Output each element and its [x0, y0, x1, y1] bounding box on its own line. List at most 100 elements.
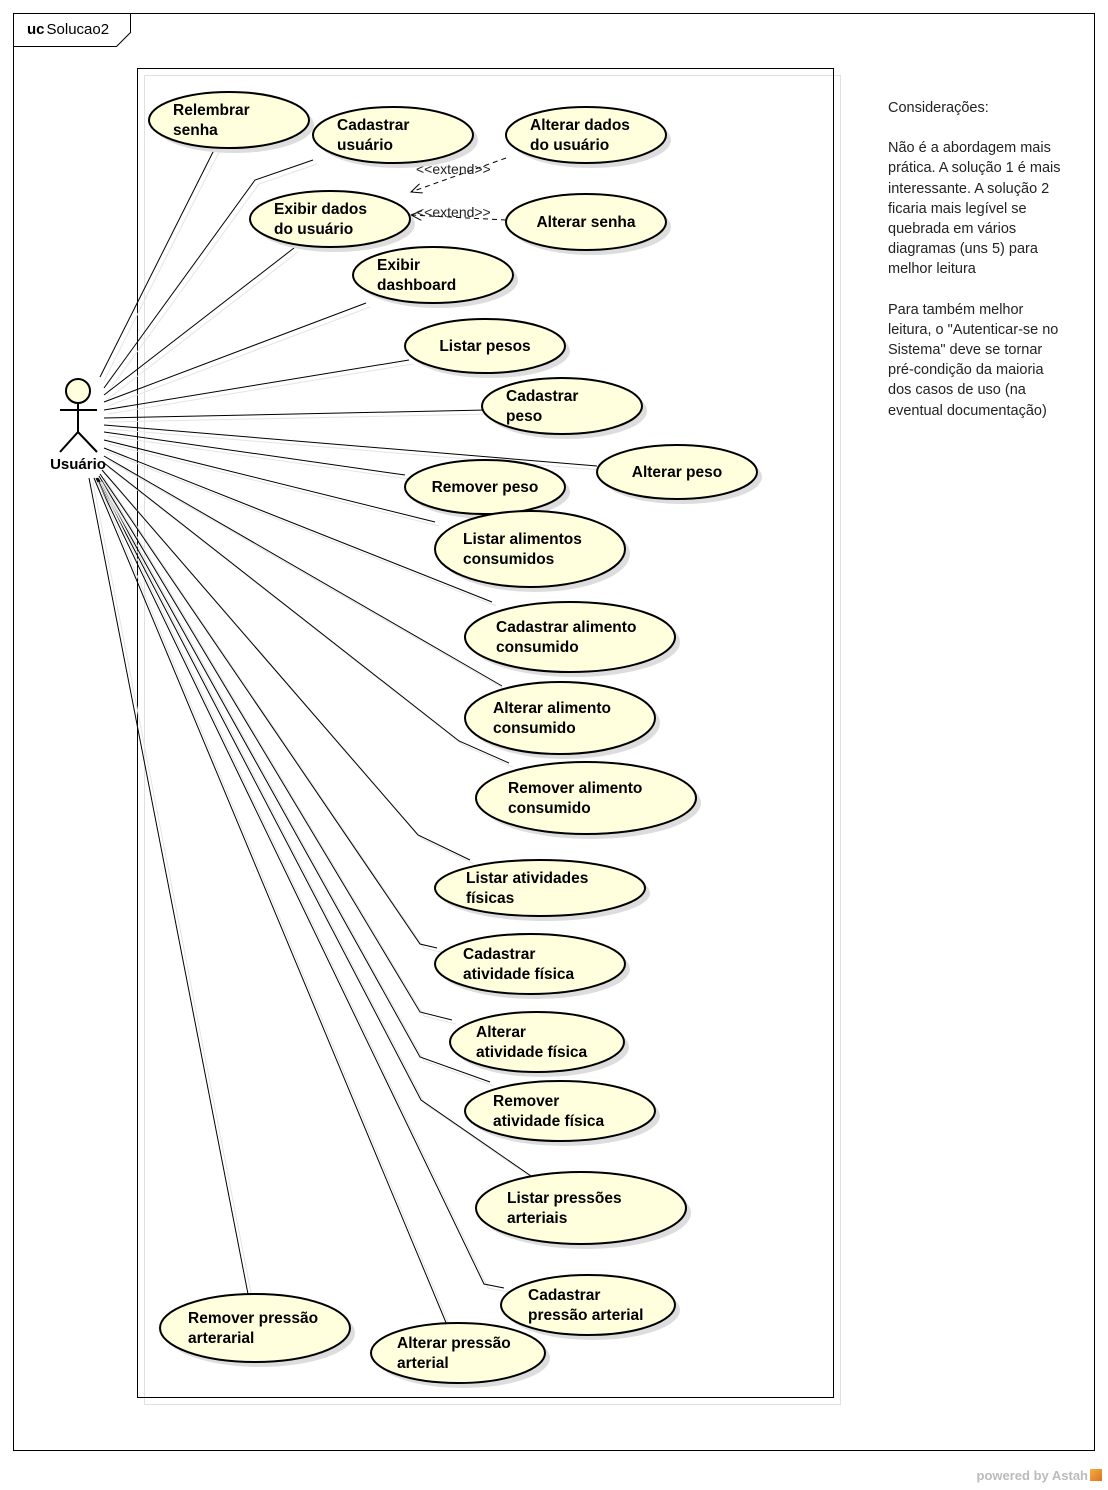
use-case-ellipse — [249, 190, 411, 248]
use-case-ellipse — [500, 1274, 676, 1336]
association-shadow-remover-atividade-fisica — [101, 481, 495, 1087]
association-shadow-listar-pesos — [107, 363, 414, 415]
association-shadow-cadastrar-atividade-fisica — [103, 477, 442, 953]
use-case-ellipse — [404, 459, 566, 515]
use-case-ellipse — [434, 859, 646, 917]
association-remover-pressao-arterarial — [88, 477, 249, 1295]
association-shadow-cadastrar-pressao-arterial — [99, 481, 509, 1293]
diagram-frame — [13, 13, 1095, 1451]
use-case-label: Listar pesos — [439, 338, 530, 355]
astah-logo-icon — [1090, 1469, 1102, 1481]
association-listar-pressoes-arteriais — [96, 477, 532, 1177]
use-case-remover-atividade-fisica[interactable]: Remover atividade física — [464, 1080, 660, 1146]
association-alterar-alimento-consumido — [103, 455, 503, 687]
use-case-ellipse — [434, 933, 626, 995]
use-case-label: dashboard — [377, 277, 456, 294]
use-case-ellipse — [464, 601, 676, 673]
association-alterar-peso — [103, 424, 598, 467]
association-shadow-alterar-atividade-fisica — [102, 479, 457, 1025]
use-case-ellipse — [475, 1171, 687, 1245]
association-cadastrar-atividade-fisica — [99, 473, 438, 949]
use-case-alterar-dados-usuario[interactable]: Alterar dados do usuário — [505, 106, 671, 168]
use-case-ellipse — [370, 1322, 546, 1384]
association-shadow-remover-peso — [107, 435, 410, 480]
use-case-ellipse — [449, 1011, 625, 1073]
use-case-label: peso — [506, 408, 542, 425]
use-case-ellipse — [481, 377, 643, 435]
extend-arrow-alterar-senha — [411, 215, 507, 220]
use-case-label: Listar atividades — [466, 870, 588, 887]
considerations-note: Considerações: Não é a abordagem mais pr… — [888, 98, 1068, 441]
use-case-ellipse — [148, 91, 310, 149]
use-case-ellipse — [312, 106, 474, 164]
use-case-label: Remover pressão — [188, 1310, 318, 1327]
association-shadow-alterar-pressao-arterial — [97, 481, 452, 1330]
use-case-remover-pressao-arterarial[interactable]: Remover pressão arterarial — [159, 1293, 355, 1367]
use-case-label: consumidos — [463, 551, 554, 568]
use-case-alterar-peso[interactable]: Alterar peso — [596, 444, 762, 504]
association-cadastrar-alimento-consumido — [103, 447, 493, 603]
association-listar-alimentos-consumidos — [103, 439, 436, 523]
note-paragraph-2: Para também melhor leitura, o "Autentica… — [888, 301, 1059, 419]
use-case-label: Alterar pressão — [397, 1335, 511, 1352]
use-case-label: arterarial — [188, 1330, 254, 1347]
use-case-label: do usuário — [530, 137, 609, 154]
frame-kind: uc — [27, 21, 45, 38]
extend-label-alterar-dados-usuario: <<extend>> — [416, 161, 491, 177]
use-case-label: atividade física — [463, 966, 575, 983]
use-case-label: Listar pressões — [507, 1190, 622, 1207]
association-relembrar-senha — [99, 147, 216, 378]
use-case-ellipse — [434, 510, 626, 588]
use-case-ellipse — [404, 318, 566, 374]
use-case-ellipse — [352, 246, 514, 304]
use-case-label: Relembrar — [173, 102, 250, 119]
use-case-alterar-senha[interactable]: Alterar senha — [505, 193, 671, 255]
use-case-label: consumido — [508, 800, 591, 817]
use-case-exibir-dashboard[interactable]: Exibir dashboard — [352, 246, 518, 308]
use-case-label: Remover — [493, 1093, 559, 1110]
use-case-label: Listar alimentos — [463, 531, 582, 548]
association-shadow-listar-atividades-fisicas — [105, 473, 475, 865]
use-case-label: atividade física — [493, 1113, 605, 1130]
use-case-label: Alterar alimento — [493, 700, 611, 717]
association-cadastrar-usuario — [103, 159, 314, 389]
frame-name: Solucao2 — [46, 21, 110, 38]
use-case-label: Alterar — [476, 1024, 526, 1041]
association-remover-peso — [103, 431, 406, 476]
use-case-listar-pesos[interactable]: Listar pesos — [404, 318, 570, 378]
use-case-label: Cadastrar — [528, 1287, 600, 1304]
association-shadow-alterar-alimento-consumido — [107, 459, 507, 691]
use-case-label: Exibir — [377, 257, 420, 274]
association-shadow-relembrar-senha — [103, 151, 220, 382]
association-shadow-cadastrar-alimento-consumido — [107, 451, 497, 607]
system-boundary — [137, 68, 834, 1398]
use-case-alterar-alimento-consumido[interactable]: Alterar alimento consumido — [464, 681, 660, 759]
system-boundary-shadow — [144, 75, 841, 1405]
use-case-label: usuário — [337, 137, 393, 154]
association-shadow-cadastrar-usuario — [107, 163, 318, 393]
actor-usuario[interactable]: Usuário — [50, 378, 106, 473]
use-case-label: consumido — [493, 720, 576, 737]
use-case-ellipse — [159, 1293, 351, 1363]
use-case-listar-alimentos-consumidos[interactable]: Listar alimentos consumidos — [434, 510, 630, 592]
footer-text: powered by Astah — [976, 1468, 1088, 1483]
use-case-label: Exibir dados — [274, 201, 367, 218]
use-case-remover-peso[interactable]: Remover peso — [404, 459, 570, 519]
association-shadow-exibir-dashboard — [107, 306, 371, 407]
use-case-label: Alterar dados — [530, 117, 630, 134]
association-remover-atividade-fisica — [97, 477, 491, 1083]
